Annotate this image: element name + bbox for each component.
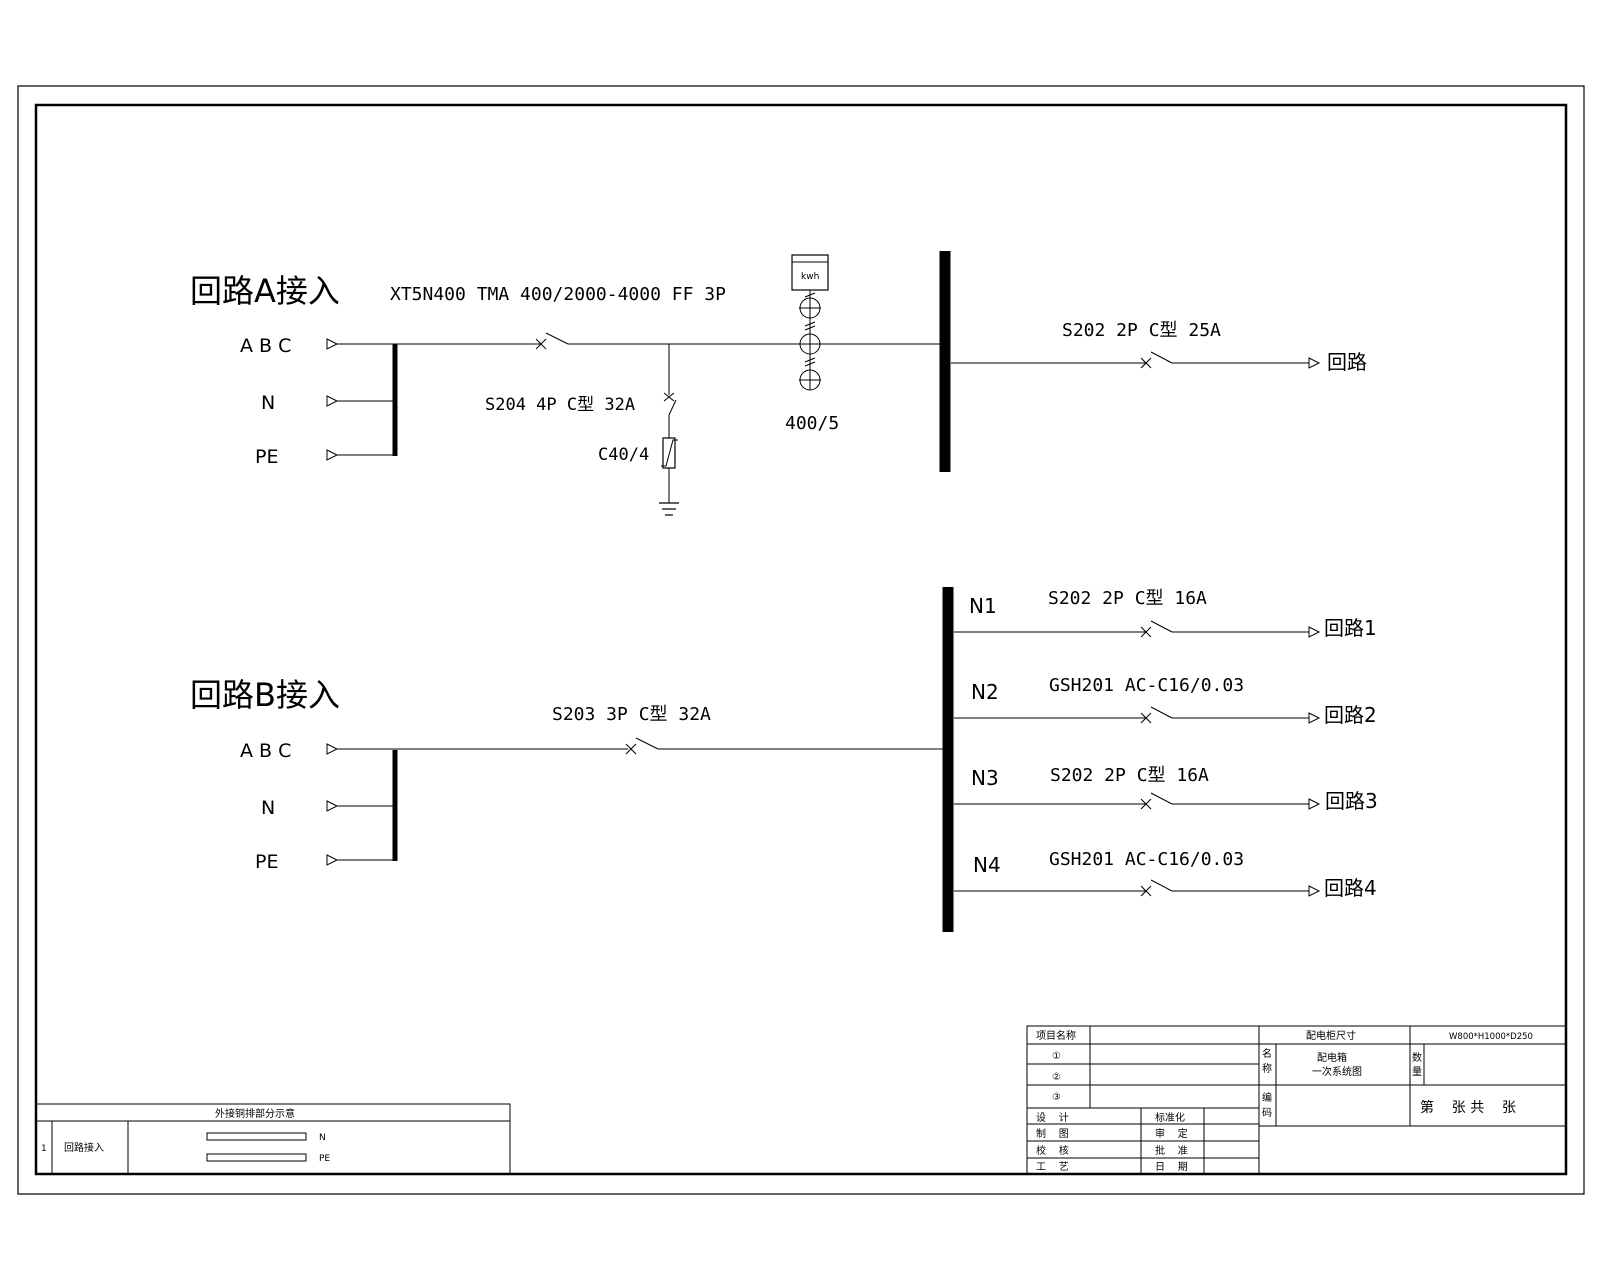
branch-output-2: 回路2	[1324, 703, 1377, 727]
branch-breaker-contact-3	[1150, 792, 1173, 805]
title-block	[1026, 1025, 1567, 1175]
input-arrow-pe-b	[326, 854, 339, 866]
busbar-table	[35, 1103, 511, 1175]
circuit-b-input-pe-label: PE	[255, 851, 278, 873]
role-check: 校 核	[1036, 1144, 1069, 1157]
main-breaker-a-symbol	[535, 332, 569, 350]
main-breaker-a-label: XT5N400 TMA 400/2000-4000 FF 3P	[390, 284, 726, 305]
main-breaker-b-label: S203 3P C型 32A	[552, 704, 711, 725]
name-label-char-1: 名	[1262, 1047, 1272, 1060]
branch-group	[954, 620, 1321, 897]
input-arrow-n	[326, 395, 339, 407]
title-row-1: ①	[1052, 1051, 1061, 1062]
main-breaker-b-symbol	[625, 737, 659, 755]
code-label-char-1: 编	[1262, 1091, 1272, 1104]
circuit-b-input-n-label: N	[261, 797, 275, 819]
role-craft: 工 艺	[1036, 1161, 1069, 1173]
branch-breaker-label-2: GSH201 AC-C16/0.03	[1049, 675, 1244, 696]
branch-output-4: 回路4	[1324, 876, 1377, 900]
branch-breaker-x2-1	[1140, 626, 1152, 638]
surge-arrester-symbol	[661, 437, 678, 469]
branch-output-arrow-3	[1308, 798, 1321, 810]
input-arrow-pe	[326, 449, 339, 461]
input-arrow-abc	[326, 338, 339, 350]
input-arrow-n-b	[326, 800, 339, 812]
surge-arrester-label: C40/4	[598, 445, 649, 465]
input-arrow-abc-b	[326, 743, 339, 755]
branch-output-arrow-1	[1308, 626, 1321, 638]
circuit-b-title: 回路B接入	[190, 676, 340, 714]
circuit-a	[326, 251, 1321, 516]
branch-breaker-contact-2	[1150, 706, 1173, 719]
drawing-name-line-1: 配电箱	[1317, 1051, 1347, 1064]
role-approve: 批 准	[1155, 1144, 1188, 1157]
role-standard: 标准化	[1155, 1111, 1185, 1124]
branch-output-1: 回路1	[1324, 616, 1377, 640]
ground-icon	[659, 502, 679, 516]
branch-output-arrow-2	[1308, 712, 1321, 724]
branch-id-n2: N2	[971, 680, 999, 704]
sheet-number-text: 第 张 共 张	[1420, 1099, 1516, 1116]
branch-breaker-contact-1	[1150, 620, 1173, 633]
project-name-label: 项目名称	[1036, 1029, 1076, 1042]
circuit-b-input-abc-label: A B C	[240, 740, 291, 762]
kwh-meter-label: kwh	[801, 272, 819, 282]
qty-label-char-1: 数	[1412, 1051, 1422, 1064]
spd-breaker-label: S204 4P C型 32A	[485, 395, 635, 415]
circuit-a-title: 回路A接入	[190, 272, 340, 310]
outer-frame	[17, 85, 1585, 1195]
busbar-n-label: N	[319, 1133, 326, 1143]
circuit-a-output-label: 回路	[1327, 350, 1367, 374]
current-transformer-icon	[799, 292, 821, 391]
branch-id-n3: N3	[971, 766, 999, 790]
cabinet-size-label: 配电柜尺寸	[1306, 1029, 1356, 1042]
out-breaker-a-label: S202 2P C型 25A	[1062, 320, 1221, 341]
role-date: 日 期	[1155, 1161, 1188, 1173]
out-breaker-a-symbol	[1140, 351, 1173, 369]
name-label-char-2: 称	[1262, 1062, 1272, 1075]
drawing-name-line-2: 一次系统图	[1312, 1065, 1362, 1078]
branch-output-arrow-4	[1308, 885, 1321, 897]
role-design: 设 计	[1036, 1111, 1069, 1124]
branch-breaker-x2-3	[1140, 798, 1152, 810]
inner-frame	[34, 103, 1568, 1176]
branch-breaker-contact-4	[1150, 879, 1173, 892]
branch-id-n1: N1	[969, 594, 997, 618]
qty-label-char-2: 量	[1412, 1066, 1422, 1078]
branch-output-3: 回路3	[1325, 789, 1378, 813]
spd-breaker-symbol	[663, 392, 677, 416]
branch-id-n4: N4	[973, 853, 1001, 877]
branch-breaker-label-1: S202 2P C型 16A	[1048, 588, 1207, 609]
title-row-3: ③	[1052, 1092, 1061, 1103]
code-label-char-2: 码	[1262, 1107, 1272, 1119]
branch-breaker-label-3: S202 2P C型 16A	[1050, 765, 1209, 786]
circuit-a-input-n-label: N	[261, 392, 275, 414]
busbar-row-number: 1	[41, 1144, 47, 1154]
circuit-b	[326, 587, 954, 932]
output-arrow-a	[1308, 357, 1321, 369]
busbar-row-name: 回路接入	[64, 1141, 104, 1154]
current-transformer-label: 400/5	[785, 413, 839, 434]
busbar-table-title: 外接铜排部分示意	[215, 1107, 295, 1120]
cabinet-size-value: W800*H1000*D250	[1449, 1032, 1533, 1042]
branch-breaker-label-4: GSH201 AC-C16/0.03	[1049, 849, 1244, 870]
branch-breaker-x2-2	[1140, 712, 1152, 724]
circuit-a-input-abc-label: A B C	[240, 335, 291, 357]
title-row-2: ②	[1052, 1072, 1061, 1083]
branch-breaker-x2-4	[1140, 885, 1152, 897]
circuit-a-input-pe-label: PE	[255, 446, 278, 468]
role-drawing: 制 图	[1036, 1127, 1069, 1140]
busbar-pe-label: PE	[319, 1154, 330, 1164]
role-review: 审 定	[1155, 1127, 1188, 1140]
